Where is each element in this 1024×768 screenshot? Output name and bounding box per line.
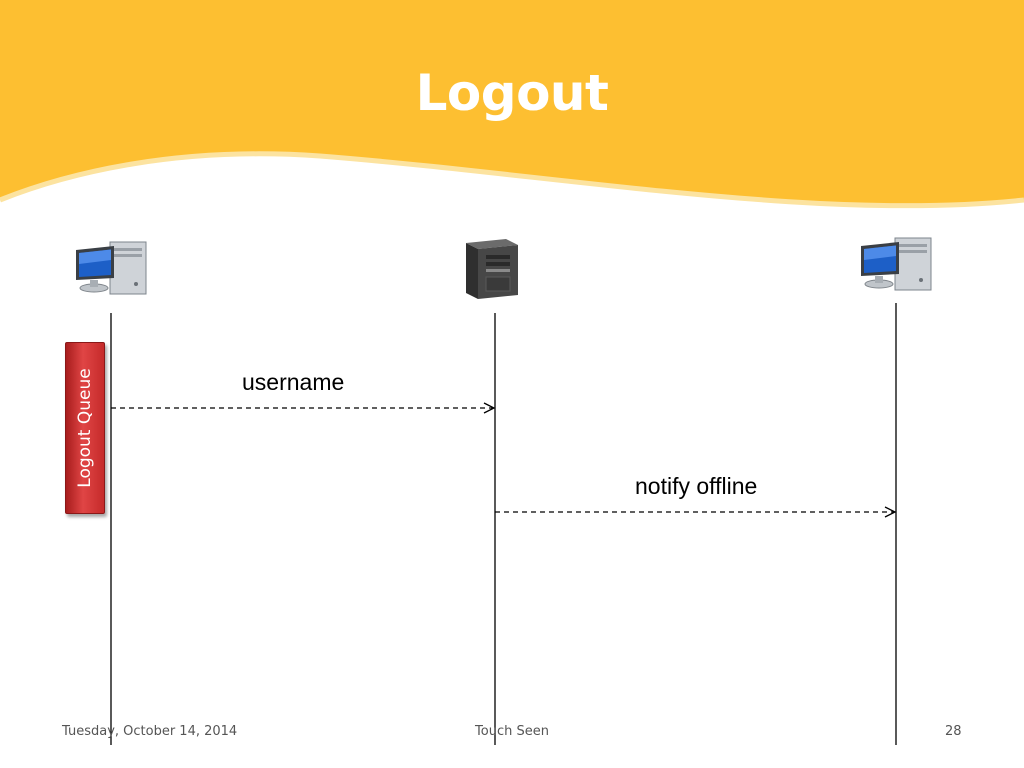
logout-queue-activation: Logout Queue	[65, 342, 105, 514]
message-arrow-notify-offline	[495, 506, 897, 518]
footer-center-text: Touch Seen	[475, 724, 549, 739]
slide-title: Logout	[415, 64, 609, 122]
footer-date: Tuesday, October 14, 2014	[62, 724, 238, 739]
server-tower-icon	[466, 239, 518, 299]
desktop-computer-icon	[76, 241, 147, 295]
page-number: 28	[945, 724, 962, 739]
message-label-notify-offline: notify offline	[635, 473, 758, 499]
message-label-username: username	[242, 369, 345, 395]
logout-queue-label: Logout Queue	[75, 368, 95, 488]
message-arrow-username	[111, 402, 496, 414]
desktop-computer-icon	[861, 237, 932, 291]
title-banner	[0, 0, 1024, 209]
